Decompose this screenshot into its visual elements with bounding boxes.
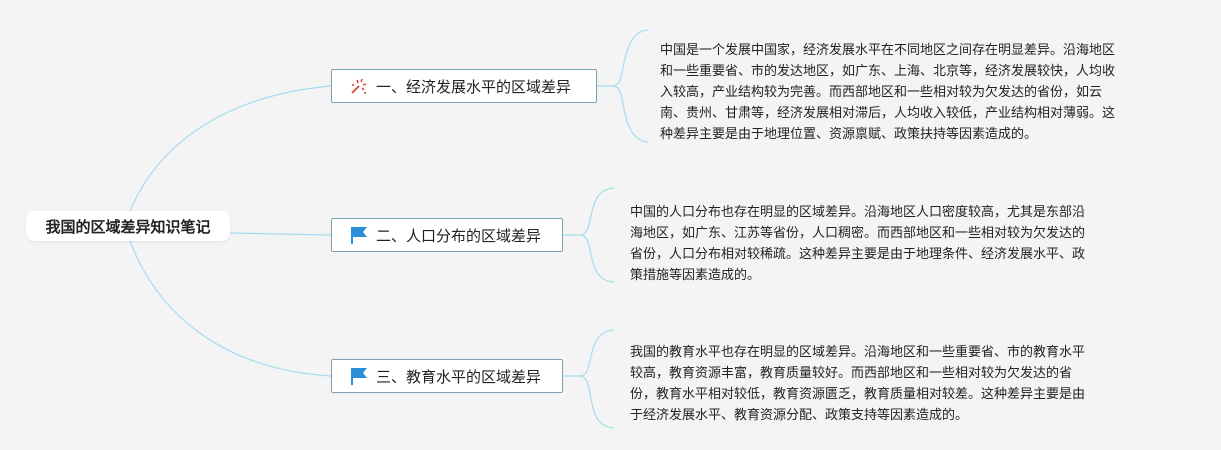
connector-branch-3-note-bottom	[579, 375, 615, 429]
note-economy: 中国是一个发展中国家，经济发展水平在不同地区之间存在明显差异。沿海地区 和一些重…	[660, 40, 1160, 145]
note-line: 中国是一个发展中国家，经济发展水平在不同地区之间存在明显差异。沿海地区	[660, 43, 1116, 58]
connector-root-branch-3	[129, 240, 332, 377]
branch-topic-population[interactable]: 二、人口分布的区域差异	[331, 218, 563, 252]
connector-root-branch-2	[229, 232, 332, 236]
note-line: 中国的人口分布也存在明显的区域差异。沿海地区人口密度较高，尤其是东部沿	[630, 205, 1086, 220]
connector-branch-3-note	[563, 329, 615, 377]
connector-branch-1-note	[597, 29, 649, 87]
blue-flag-icon	[348, 365, 370, 387]
note-line: 较高，教育资源丰富，教育质量较好。而西部地区和一些相对较为欠发达的省	[630, 366, 1073, 381]
branch-topic-label: 一、经济发展水平的区域差异	[376, 77, 572, 96]
connector-branch-2-note-bottom	[579, 234, 615, 283]
note-line: 和一些重要省、市的发达地区，如广东、上海、北京等，经济发展较快，人均收	[660, 64, 1116, 79]
root-topic-label: 我国的区域差异知识笔记	[45, 217, 211, 236]
note-line: 策措施等因素造成的。	[630, 268, 761, 283]
note-line: 种差异主要是由于地理位置、资源禀赋、政策扶持等因素造成的。	[660, 127, 1038, 142]
note-population: 中国的人口分布也存在明显的区域差异。沿海地区人口密度较高，尤其是东部沿 海地区，…	[630, 202, 1150, 286]
fireworks-icon	[348, 75, 370, 97]
note-line: 南、贵州、甘肃等，经济发展相对滞后，人均收入较低，产业结构相对薄弱。这	[660, 106, 1116, 121]
blue-flag-icon	[348, 224, 370, 246]
branch-topic-economy[interactable]: 一、经济发展水平的区域差异	[331, 69, 597, 103]
note-line: 我国的教育水平也存在明显的区域差异。沿海地区和一些重要省、市的教育水平	[630, 345, 1086, 360]
branch-topic-label: 二、人口分布的区域差异	[376, 226, 542, 245]
note-line: 份，教育水平相对较低，教育资源匮乏，教育质量相对较差。这种差异主要是由	[630, 387, 1086, 402]
note-line: 入较高，产业结构较为完善。而西部地区和一些相对较为欠发达的省份，如云	[660, 85, 1103, 100]
note-education: 我国的教育水平也存在明显的区域差异。沿海地区和一些重要省、市的教育水平 较高，教…	[630, 342, 1140, 426]
note-line: 省份，人口分布相对较稀疏。这种差异主要是由于地理条件、经济发展水平、政	[630, 247, 1086, 262]
connector-branch-1-note-bottom	[612, 85, 649, 143]
root-topic[interactable]: 我国的区域差异知识笔记	[26, 211, 230, 241]
connector-root-branch-1	[129, 85, 332, 212]
branch-topic-education[interactable]: 三、教育水平的区域差异	[331, 359, 563, 393]
note-line: 于经济发展水平、教育资源分配、政策支持等因素造成的。	[630, 408, 969, 423]
branch-topic-label: 三、教育水平的区域差异	[376, 367, 542, 386]
connector-branch-2-note	[563, 187, 615, 236]
note-line: 海地区，如广东、江苏等省份，人口稠密。而西部地区和一些相对较为欠发达的	[630, 226, 1086, 241]
